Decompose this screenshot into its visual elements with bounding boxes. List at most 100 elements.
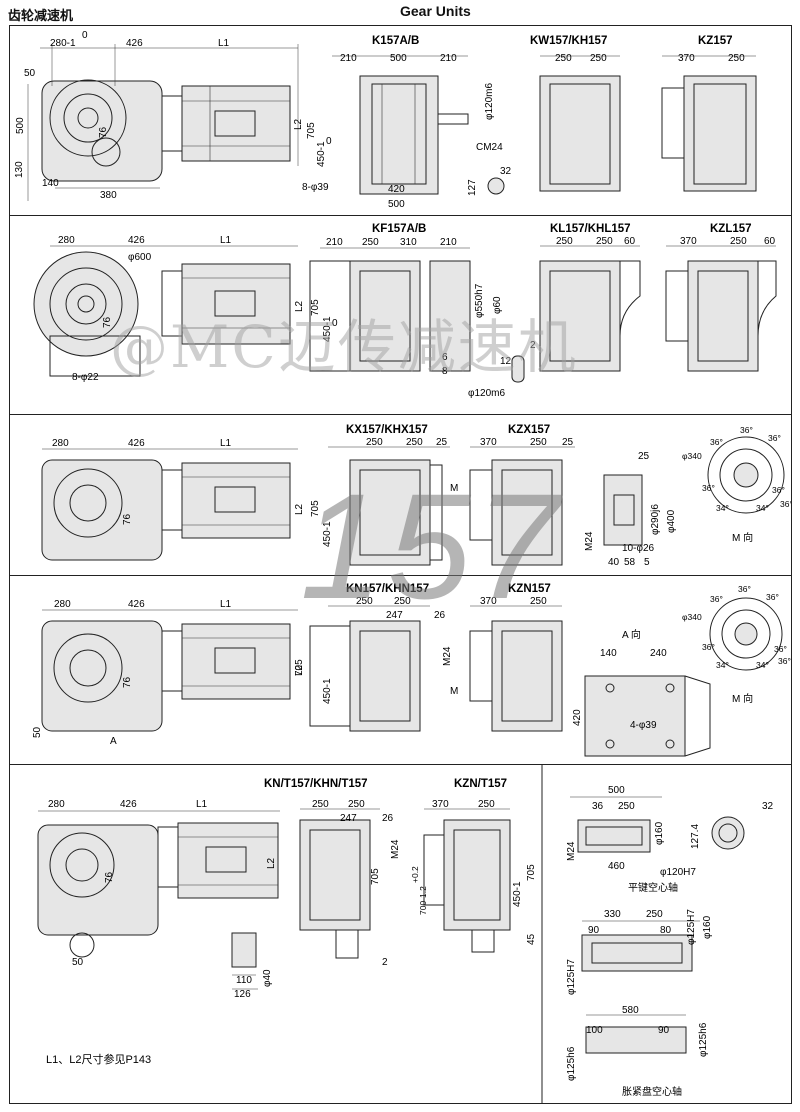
m-view-kn: φ340 36° 36° 36° 36° 36° 34° 34° 36° M 向 [682,584,791,705]
keyed-hollow-shaft: 500 36 250 460 M24 φ160 φ120H7 32 127.4 … [566,785,774,894]
dim-76: 76 [98,126,109,138]
k157a-dim-210a: 210 [340,53,357,64]
section-kx157: 280 426 L1 76 L2 KX157/KHX157 250 250 25… [9,414,793,576]
ks-dim-32: 32 [762,801,774,812]
aview-dim-420: 420 [572,709,583,726]
k157a-dim-127: 127 [467,179,478,196]
kznt-dim-45: 45 [526,933,537,945]
kn-dim-76: 76 [122,676,133,688]
kf-dim-8: 8 [442,366,448,377]
kx-dim-705: 705 [310,500,321,517]
knt-dim-247: 247 [340,813,357,824]
k157a-dim-phi120: φ120m6 [484,83,495,120]
ks-dim-phi160: φ160 [654,821,665,845]
fl-dim-phi400: φ400 [666,509,677,533]
kf-dim-8phi22: 8-φ22 [72,372,99,383]
ks-dim-m24: M24 [566,841,577,861]
knt-dim-76: 76 [104,871,115,883]
dim-280-1: 280-1 [50,38,76,49]
k157a-dim-705: 705 [306,122,317,139]
mv-ang-6: 34° [716,503,729,513]
knt-dim-250b: 250 [348,799,365,810]
kf-dim-210b: 210 [440,237,457,248]
kx-side-view: 280 426 L1 76 L2 [41,438,305,561]
section-kf157a-drawing: 280 426 L1 φ600 76 L2 8-φ22 KF157A/B 210… [33,223,777,399]
kf-dim-l1: L1 [220,235,232,246]
knt-dim-250a: 250 [312,799,329,810]
k157a-dim-8phi39: 8-φ39 [302,182,329,193]
mv2-ang-7: 34° [756,660,769,670]
kf-dim-705: 705 [310,299,321,316]
kzn157-title: KZN157 [508,583,551,595]
mv-ang-4: 36° [702,483,715,493]
l1-l2-note: L1、L2尺寸参见P143 [46,1052,151,1066]
k157a-dim-32: 32 [500,166,512,177]
dim-0: 0 [82,30,88,41]
k157a-dim-210b: 210 [440,53,457,64]
fl-dim-m24: M24 [584,531,595,551]
kf-dim-2: 2 [530,340,536,351]
kf-dim-450: 450-1 [322,316,333,342]
small-dim-phi40: φ40 [262,969,273,987]
ks-dim-127: 127.4 [690,824,701,849]
dim-l2: L2 [293,118,304,130]
kz157-view: KZ157 370 250 [661,35,757,192]
kz157-title: KZ157 [698,35,733,47]
knt-dim-280: 280 [48,799,65,810]
kznt157-view: KZN/T157 370 250 450-1 705 45 [423,778,537,953]
knt-dim-26: 26 [382,813,394,824]
dim-50: 50 [24,68,36,79]
kx-dim-250b: 250 [406,437,423,448]
mv-ang-3: 36° [768,433,781,443]
kf-side-view: 280 426 L1 φ600 76 L2 8-φ22 [33,235,305,383]
mv2-ang-2: 36° [738,584,751,594]
k157a-front-view: K157A/B 210 500 210 705 450-1 0 φ120m6 C… [302,35,512,210]
aview-label: A 向 [622,628,641,641]
mv2-ang-3: 36° [766,592,779,602]
kzx-dim-370: 370 [480,437,497,448]
kn-dim-250a: 250 [356,596,373,607]
mv-ang-5: 36° [772,485,785,495]
ks-label: 平键空心轴 [628,881,678,894]
dim-140: 140 [42,178,59,189]
knt-dim-50: 50 [72,957,84,968]
kzl157-view: KZL157 370 250 60 [665,223,777,372]
sd-label: 胀紧盘空心轴 [622,1085,682,1098]
watermark: @MC迈传减速机 [110,313,578,381]
fl-dim-58: 58 [624,557,636,568]
kzl-dim-250: 250 [730,236,747,247]
ks-dim-36: 36 [592,801,604,812]
kn-dim-705: 705 [294,659,305,676]
kf-dim-phi60: φ60 [492,296,503,314]
k157a-dim-420: 420 [388,184,405,195]
fl-dim-40: 40 [608,557,620,568]
kw157-view: KW157/KH157 250 250 [530,35,621,192]
small-dim-126: 126 [234,989,251,1000]
mv-ang-1: 36° [710,437,723,447]
model-number-overlay: 157 [300,462,563,630]
a-view: A 向 140 240 420 4-φ39 [572,628,711,757]
kf-dim-280: 280 [58,235,75,246]
knt-dim-l2: L2 [266,857,277,869]
aview-dim-240: 240 [650,648,667,659]
knt-dim-700: 700-1.2 [418,886,428,915]
kw157-dim-250a: 250 [555,53,572,64]
section-kx157-drawing: 280 426 L1 76 L2 KX157/KHX157 250 250 25… [41,424,793,568]
kf-dim-250: 250 [362,237,379,248]
aview-dim-4phi39: 4-φ39 [630,720,657,731]
kn-dim-247: 247 [386,610,403,621]
kx-dim-426: 426 [128,438,145,449]
kznt-dim-450: 450-1 [512,881,523,907]
knt-dim-tol: +0.2 [410,866,420,883]
gear-unit-side-view: 0 280-1 426 L1 50 500 130 140 380 76 L2 [14,30,304,201]
fl-dim-10phi26: 10-φ26 [622,543,654,554]
section-knt157: 280 426 L1 76 L2 50 110 126 φ40 KN/T157/… [9,764,792,1104]
aview-dim-140: 140 [600,648,617,659]
kzn157-view: KZN157 370 250 [469,583,563,732]
mv2-ang-8: 36° [778,656,791,666]
section-kf157a: 280 426 L1 φ600 76 L2 8-φ22 KF157A/B 210… [9,215,792,415]
mv-ang-7: 34° [756,503,769,513]
section-kn157: 280 426 L1 76 L2 50 A KN157/KHN157 250 2… [9,575,792,765]
kx-dim-l1: L1 [220,438,232,449]
mv-ang-2: 36° [740,425,753,435]
